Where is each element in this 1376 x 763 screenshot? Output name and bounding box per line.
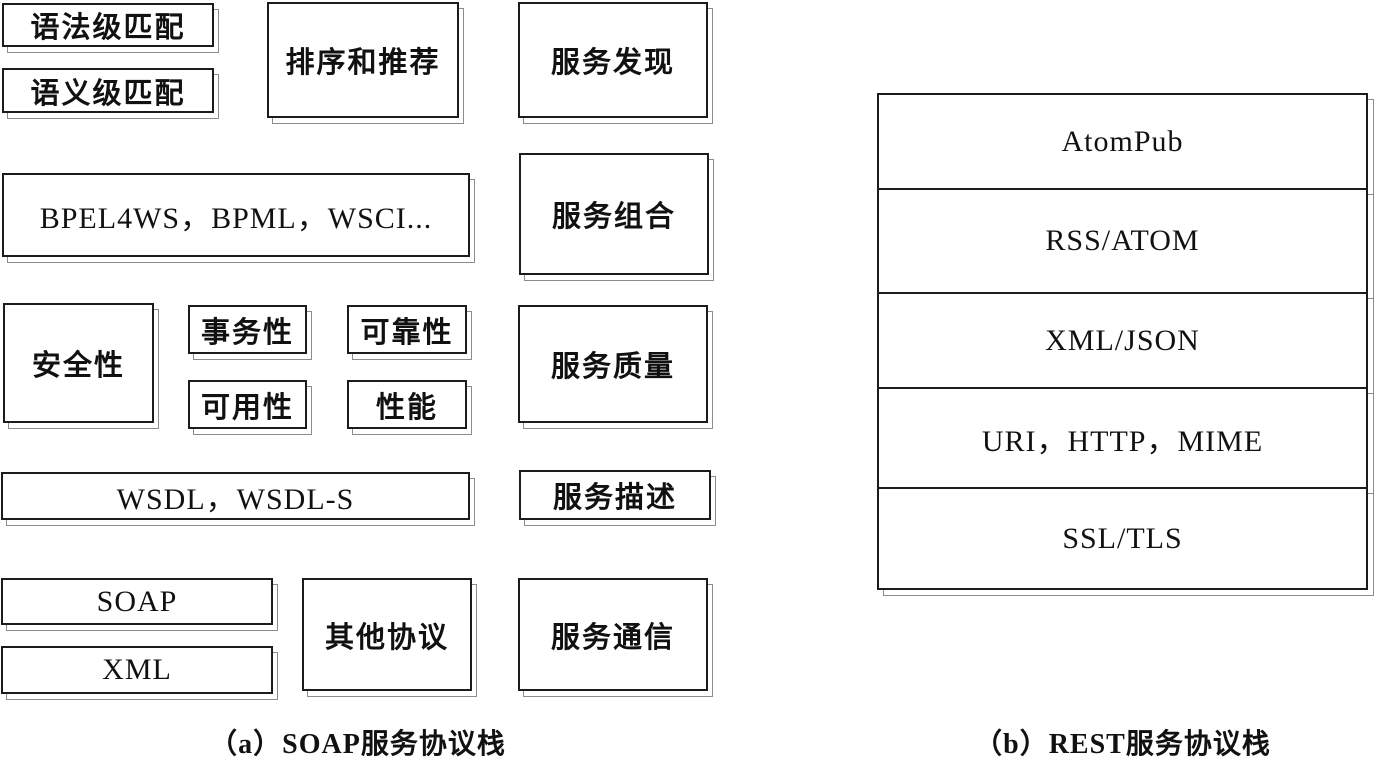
box-other-protocols: 其他协议 <box>302 578 472 691</box>
box-reliability: 可靠性 <box>347 305 467 354</box>
box-performance: 性能 <box>347 380 467 429</box>
box-description-languages: WSDL，WSDL-S <box>1 472 470 520</box>
caption-soap-stack: （a）SOAP服务协议栈 <box>209 729 506 760</box>
box-service-communication: 服务通信 <box>518 578 708 691</box>
box-service-quality: 服务质量 <box>518 305 708 423</box>
layer-ssl-tls: SSL/TLS <box>877 487 1368 590</box>
box-service-description: 服务描述 <box>519 470 711 520</box>
box-xml: XML <box>1 646 273 694</box>
box-semantic-level-matching: 语义级匹配 <box>2 68 214 113</box>
layer-rss-atom: RSS/ATOM <box>877 188 1368 294</box>
box-service-composition: 服务组合 <box>519 153 709 275</box>
box-ranking-recommendation: 排序和推荐 <box>267 2 459 118</box>
rest-protocol-stack: AtomPub RSS/ATOM XML/JSON URI，HTTP，MIME … <box>877 93 1368 590</box>
layer-uri-http-mime: URI，HTTP，MIME <box>877 387 1368 489</box>
layer-atompub: AtomPub <box>877 93 1368 190</box>
box-availability: 可用性 <box>188 380 307 429</box>
box-security: 安全性 <box>3 303 154 423</box>
box-soap: SOAP <box>1 578 273 625</box>
box-service-discovery: 服务发现 <box>518 2 708 118</box>
caption-rest-stack: （b）REST服务协议栈 <box>974 729 1271 760</box>
box-transactionality: 事务性 <box>188 305 307 354</box>
box-syntax-level-matching: 语法级匹配 <box>2 3 214 47</box>
box-orchestration-languages: BPEL4WS，BPML，WSCI... <box>2 173 470 257</box>
layer-xml-json: XML/JSON <box>877 292 1368 389</box>
